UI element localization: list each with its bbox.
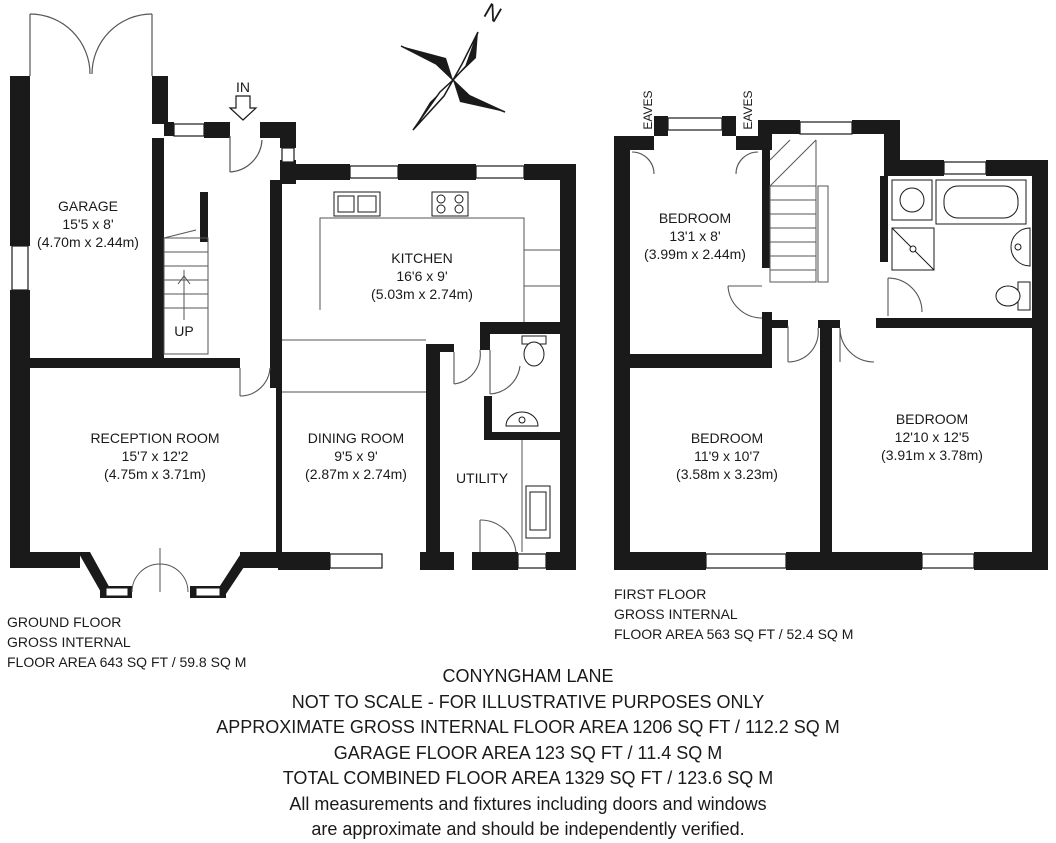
bedroom-3-dims-metric: (3.91m x 3.78m): [881, 447, 983, 463]
first-floor-area-line: FIRST FLOOR: [614, 586, 707, 602]
ground-floor-area-line: FLOOR AREA 643 SQ FT / 59.8 SQ M: [7, 654, 247, 670]
footer-line: NOT TO SCALE - FOR ILLUSTRATIVE PURPOSES…: [291, 691, 765, 712]
plan-footer: CONYNGHAM LANE NOT TO SCALE - FOR ILLUST…: [0, 664, 1056, 843]
first-floor-area-caption: FIRST FLOOR GROSS INTERNAL FLOOR AREA 56…: [614, 584, 853, 644]
bath-icon: [935, 179, 1027, 225]
garage-dims-imperial: 15'5 x 8': [62, 216, 113, 232]
compass-north-label: N: [480, 0, 506, 27]
ground-toilet-icon: [521, 335, 547, 367]
utility-name: UTILITY: [456, 470, 509, 486]
hob-icon: [431, 191, 469, 217]
garage-name: GARAGE: [58, 198, 118, 214]
ground-floor-plan: IN UP: [10, 13, 576, 598]
footer-line: CONYNGHAM LANE: [442, 666, 614, 686]
reception-name: RECEPTION ROOM: [90, 430, 219, 446]
entrance-label: IN: [236, 79, 250, 95]
first-floor-stairs: [769, 139, 829, 283]
bedroom-3-name: BEDROOM: [896, 411, 968, 427]
bedroom-2-dims-imperial: 11'9 x 10'7: [694, 448, 760, 464]
ground-floor-area-line: GROUND FLOOR: [7, 614, 122, 630]
internal-doors: [239, 349, 521, 553]
kitchen-sink-icon: [333, 191, 381, 217]
bedroom-1-dims-metric: (3.99m x 2.44m): [644, 246, 746, 262]
footer-line: GARAGE FLOOR AREA 123 SQ FT / 11.4 SQ M: [333, 742, 723, 763]
shower-icon: [891, 227, 935, 271]
dining-dims-metric: (2.87m x 2.74m): [305, 466, 407, 482]
first-internal-doors: [727, 277, 923, 363]
kitchen-name: KITCHEN: [391, 250, 452, 266]
stairs-up-label: UP: [174, 323, 193, 339]
ground-stairs: [163, 229, 209, 355]
first-basin-icon: [1010, 227, 1031, 267]
footer-line: APPROXIMATE GROSS INTERNAL FLOOR AREA 12…: [216, 717, 840, 737]
dining-dims-imperial: 9'5 x 9': [334, 448, 377, 464]
eaves-doors: [631, 151, 759, 175]
footer-line: are approximate and should be independen…: [311, 819, 745, 839]
garage-dims-metric: (4.70m x 2.44m): [37, 234, 139, 250]
footer-line: All measurements and fixtures including …: [289, 793, 767, 814]
ground-floor-windows: [11, 123, 547, 569]
footer-line: TOTAL COMBINED FLOOR AREA 1329 SQ FT / 1…: [282, 768, 774, 788]
first-floor-walls: [614, 116, 1048, 570]
eaves-label-right: EAVES: [741, 90, 755, 129]
utility-sink-icon: [525, 485, 551, 539]
first-floor-windows: [667, 117, 987, 569]
entrance-arrow-icon: [228, 95, 258, 121]
first-floor-area-line: GROSS INTERNAL: [614, 606, 738, 622]
bedroom-2-dims-metric: (3.58m x 3.23m): [676, 466, 778, 482]
ground-basin-icon: [505, 411, 539, 427]
first-floor-area-line: FLOOR AREA 563 SQ FT / 52.4 SQ M: [614, 626, 854, 642]
compass-icon: N: [400, 0, 506, 131]
kitchen-dims-metric: (5.03m x 2.74m): [371, 286, 473, 302]
entrance-door: [229, 136, 263, 173]
first-floor-plan: EAVES EAVES: [614, 90, 1048, 570]
ground-floor-area-line: GROSS INTERNAL: [7, 634, 131, 650]
reception-dims-imperial: 15'7 x 12'2: [122, 448, 189, 464]
bedroom-2-name: BEDROOM: [691, 430, 763, 446]
kitchen-dims-imperial: 16'6 x 9': [396, 268, 447, 284]
dining-name: DINING ROOM: [308, 430, 404, 446]
reception-dims-metric: (4.75m x 3.71m): [104, 466, 206, 482]
ground-floor-walls: [10, 76, 576, 570]
eaves-label-left: EAVES: [641, 90, 655, 129]
ground-floor-area-caption: GROUND FLOOR GROSS INTERNAL FLOOR AREA 6…: [7, 612, 246, 672]
bedroom-1-dims-imperial: 13'1 x 8': [669, 228, 720, 244]
first-toilet-icon: [891, 179, 933, 221]
bay-window: [78, 548, 254, 598]
kitchen-fittings: [282, 217, 560, 393]
first-wc-icon: [995, 281, 1031, 311]
bedroom-3-dims-imperial: 12'10 x 12'5: [895, 429, 970, 445]
bedroom-1-name: BEDROOM: [659, 210, 731, 226]
garage-double-door: [29, 13, 153, 76]
